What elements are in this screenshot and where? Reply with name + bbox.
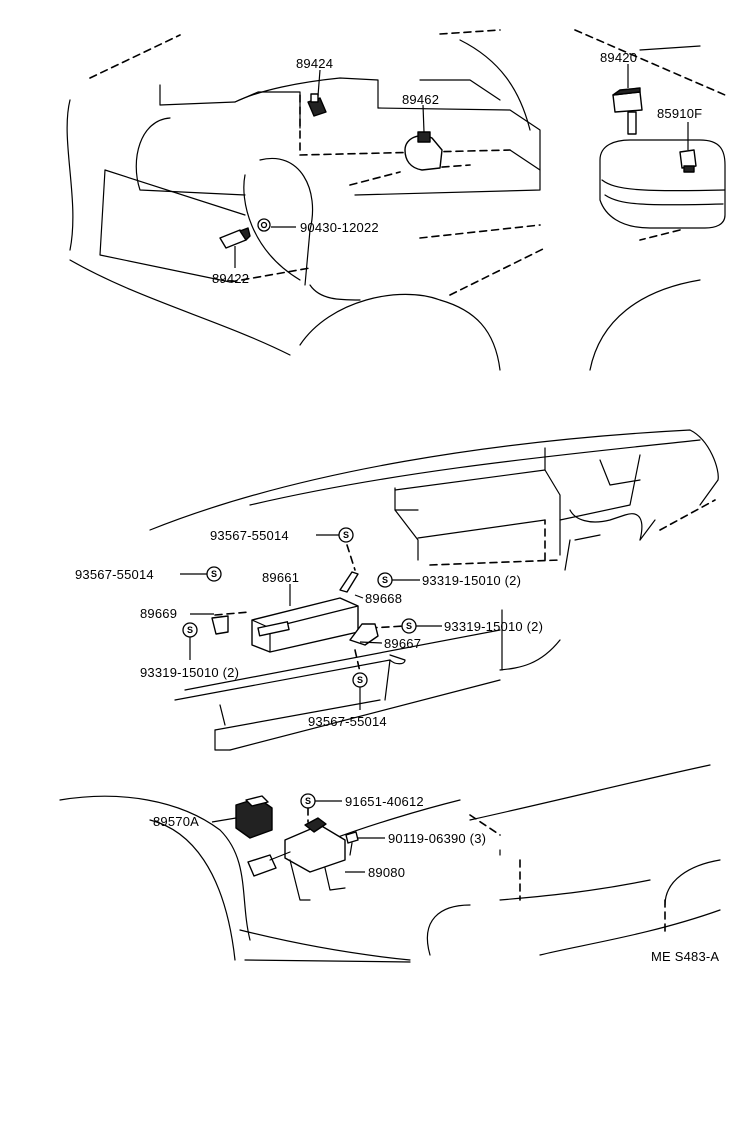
label-89080: 89080 [368,865,405,880]
part-89422-sensor [219,227,251,268]
label-93567-55014-top: 93567-55014 [210,528,289,543]
label-89661: 89661 [262,570,299,585]
label-89668: 89668 [365,591,402,606]
label-93319-15010-right-mid: 93319-15010 (2) [444,619,543,634]
label-93567-55014-bottom: 93567-55014 [308,714,387,729]
washer-93567-top: S [316,527,354,543]
footwell-outline [59,764,721,963]
svg-text:S: S [211,569,217,579]
washer-93319-right-mid: S [401,618,442,634]
part-89570A-relay [211,795,273,839]
part-85910F-relay [679,122,697,173]
washer-93319-left: S [182,622,198,660]
svg-text:S: S [343,530,349,540]
svg-text:S: S [305,796,311,806]
reference-code: ME S483-A [651,949,719,964]
part-89669-bracket [190,613,229,635]
bolt-90119-06390 [345,831,385,856]
washer-91651-40612: S [300,793,342,823]
label-89420: 89420 [600,50,637,65]
label-89669: 89669 [140,606,177,621]
svg-text:S: S [187,625,193,635]
engine-bay-outline [66,29,726,371]
washer-93319-right-top: S [377,572,420,588]
label-93567-55014-left: 93567-55014 [75,567,154,582]
part-89667-bracket [349,623,383,646]
part-89080-module [247,817,365,901]
label-90119-06390: 90119-06390 (3) [388,831,486,846]
washer-93567-bottom: S [352,672,368,710]
svg-text:S: S [357,675,363,685]
label-89424: 89424 [296,56,333,71]
label-91651-40612: 91651-40612 [345,794,424,809]
label-89422: 89422 [212,271,249,286]
part-89424-sensor [307,69,327,117]
label-93319-15010-left: 93319-15010 (2) [140,665,239,680]
dashboard-outline [149,429,719,751]
part-89668-bracket [339,571,364,599]
part-89462-sensor [404,104,443,171]
part-89420-sensor [612,64,643,135]
label-85910F: 85910F [657,106,702,121]
part-89661-ecu [251,584,359,653]
washer-93567-left: S [180,566,222,582]
label-93319-15010-right-top: 93319-15010 (2) [422,573,521,588]
svg-text:S: S [382,575,388,585]
label-89462: 89462 [402,92,439,107]
label-89667: 89667 [384,636,421,651]
label-90430-12022: 90430-12022 [300,220,379,235]
label-89570A: 89570A [153,814,199,829]
part-90430-12022-washer [257,218,296,232]
svg-text:S: S [406,621,412,631]
